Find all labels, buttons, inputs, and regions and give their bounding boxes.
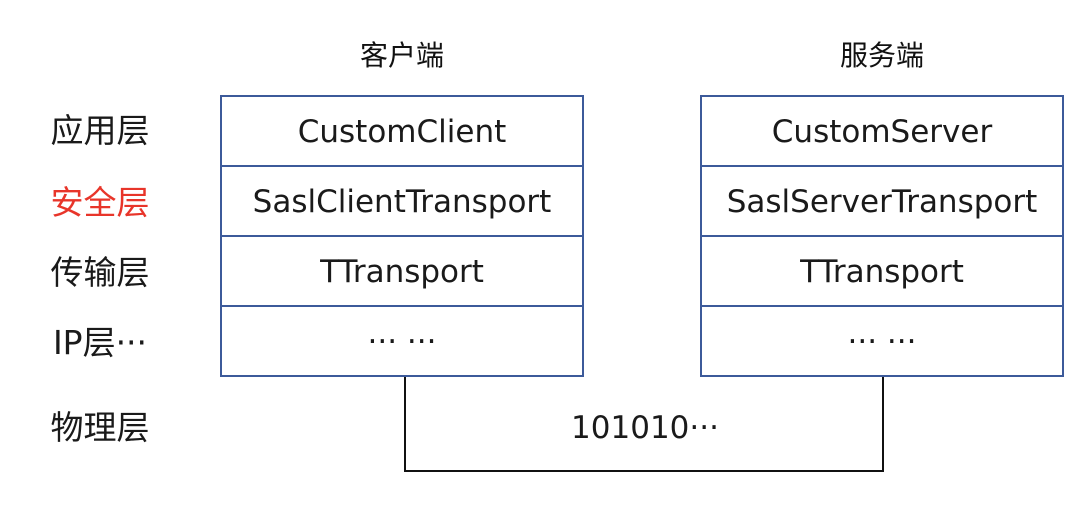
physical-link-connector <box>404 377 884 472</box>
client-application-cell: CustomClient <box>222 97 582 167</box>
layer-label-transport: 传输层 <box>50 253 150 292</box>
server-security-cell: SaslServerTransport <box>702 167 1062 237</box>
server-column-title: 服务端 <box>839 39 924 72</box>
client-column-title: 客户端 <box>359 39 444 72</box>
client-stack: CustomClient SaslClientTransport TTransp… <box>220 95 584 377</box>
layer-label-physical: 物理层 <box>50 408 150 447</box>
physical-link-label: 101010··· <box>571 410 719 446</box>
server-ip-cell: ··· ··· <box>847 324 917 360</box>
server-application-cell: CustomServer <box>702 97 1062 167</box>
layer-label-security: 安全层 <box>50 183 150 222</box>
client-transport-cell: TTransport <box>222 237 582 307</box>
layer-label-application: 应用层 <box>50 111 150 150</box>
client-security-cell: SaslClientTransport <box>222 167 582 237</box>
server-transport-cell: TTransport <box>702 237 1062 307</box>
server-stack: CustomServer SaslServerTransport TTransp… <box>700 95 1064 377</box>
client-ip-cell: ··· ··· <box>367 324 437 360</box>
layer-label-ip: IP层··· <box>52 323 148 362</box>
